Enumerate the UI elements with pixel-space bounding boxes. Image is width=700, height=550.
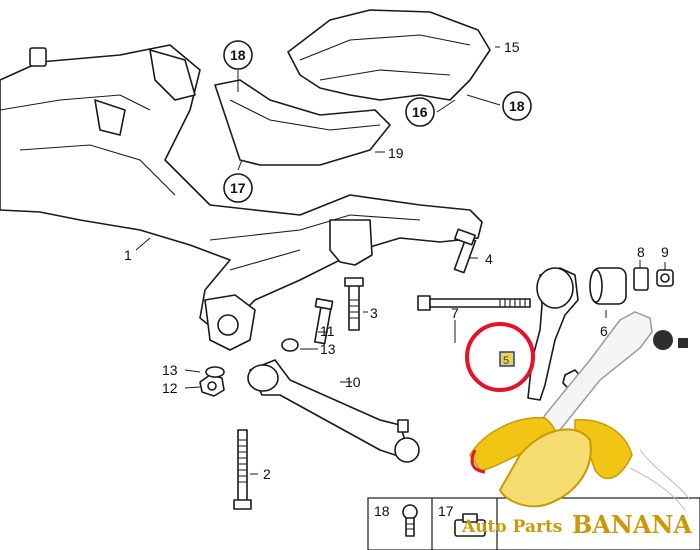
bushing-6 — [589, 267, 627, 305]
callout-13-right: 13 — [320, 341, 336, 357]
brand-text-small: Auto Parts — [461, 517, 562, 537]
callout-6: 6 — [600, 323, 608, 339]
callout-12: 12 — [162, 380, 178, 396]
subframe — [0, 44, 483, 351]
callout-16: 16 — [412, 104, 428, 120]
callout-10: 10 — [345, 374, 361, 390]
legend-label-17: 17 — [438, 503, 454, 519]
callout-7: 7 — [451, 305, 459, 321]
bolt-2 — [233, 429, 252, 510]
callout-4: 4 — [485, 251, 493, 267]
control-arm-5 — [527, 267, 579, 401]
callouts: 1 2 3 4 6 7 8 9 10 11 12 13 13 15 19 — [124, 39, 669, 482]
callout-13-left: 13 — [162, 362, 178, 378]
clip-screw-icon — [402, 504, 418, 537]
callout-17: 17 — [230, 180, 246, 196]
brand-text-big: BANANA — [572, 510, 692, 539]
callout-8: 8 — [637, 244, 645, 260]
clip-nut-icon — [454, 513, 486, 537]
circled-callouts: 18 17 16 18 — [223, 40, 532, 203]
heat-shield — [287, 9, 491, 101]
callout-11: 11 — [320, 323, 335, 339]
washer-13a — [281, 338, 299, 352]
banana-fruit — [498, 428, 592, 508]
callout-18-top: 18 — [230, 47, 246, 63]
washer-13b — [205, 366, 225, 378]
control-arm-10 — [247, 359, 420, 463]
splash-guard — [214, 79, 391, 166]
nut-9 — [656, 269, 674, 287]
callout-1: 1 — [124, 247, 132, 263]
callout-2: 2 — [263, 466, 271, 482]
callout-18-right: 18 — [509, 98, 525, 114]
bolt-4 — [453, 228, 477, 274]
callout-15: 15 — [504, 39, 520, 55]
highlight-part-5: 5 — [465, 322, 535, 392]
callout-5: 5 — [503, 355, 509, 367]
bolt-3 — [344, 277, 364, 331]
bolt-7 — [417, 295, 531, 311]
leader-lines — [135, 46, 666, 475]
callout-3: 3 — [370, 305, 378, 321]
legend-label-18: 18 — [374, 503, 390, 519]
bolt-11 — [313, 297, 334, 345]
nut-12 — [199, 374, 225, 397]
callout-9: 9 — [661, 244, 669, 260]
callout-19: 19 — [388, 145, 404, 161]
watermark-logo: Auto Parts BANANA — [461, 311, 692, 539]
washer-8 — [633, 267, 649, 291]
